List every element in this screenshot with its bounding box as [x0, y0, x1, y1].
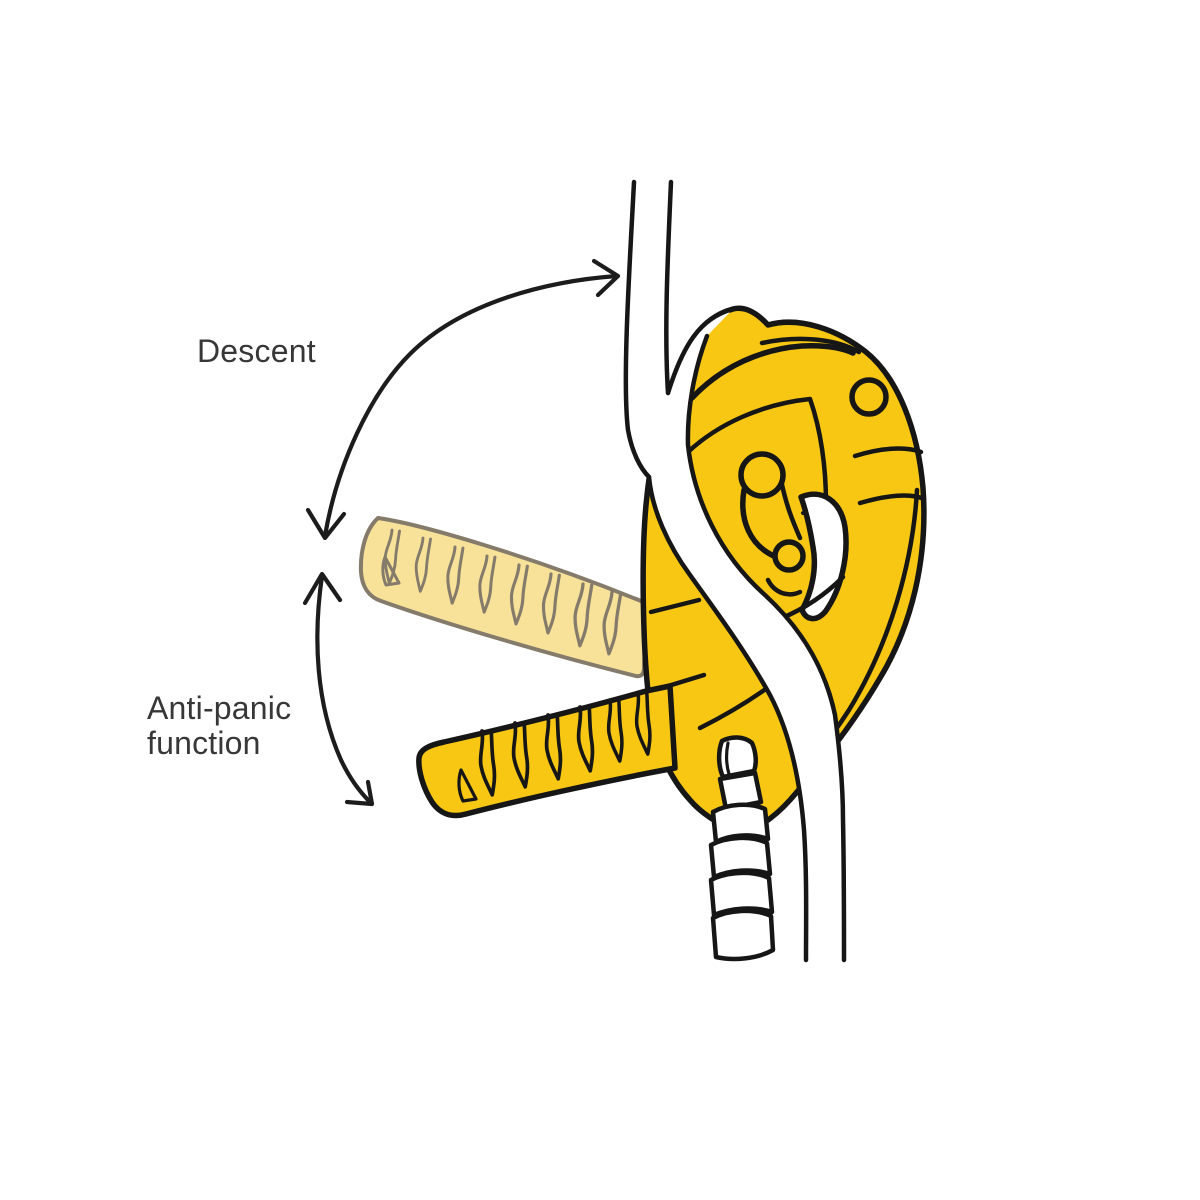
body-bolt	[849, 377, 889, 417]
anti-panic-arrowhead-bottom	[344, 779, 375, 807]
carabiner	[708, 735, 776, 962]
anti-panic-arrowhead-top	[302, 571, 343, 606]
descender-body	[640, 305, 927, 837]
anti-panic-handle	[416, 683, 678, 819]
handle-grip-slots	[457, 690, 654, 803]
descent-arrowhead-top	[591, 258, 621, 298]
anchor-rope	[623, 179, 674, 480]
descent-label: Descent	[197, 333, 316, 369]
ghost-handle-grip-slots	[380, 528, 623, 656]
anti-panic-arrow	[302, 571, 375, 807]
load-rope-band	[646, 306, 847, 963]
descent-handle-ghost	[358, 516, 648, 679]
descent-arrow	[305, 258, 621, 541]
anti-panic-function-label: Anti-panic function	[147, 690, 292, 761]
descent-arrowhead-bottom	[305, 507, 347, 541]
